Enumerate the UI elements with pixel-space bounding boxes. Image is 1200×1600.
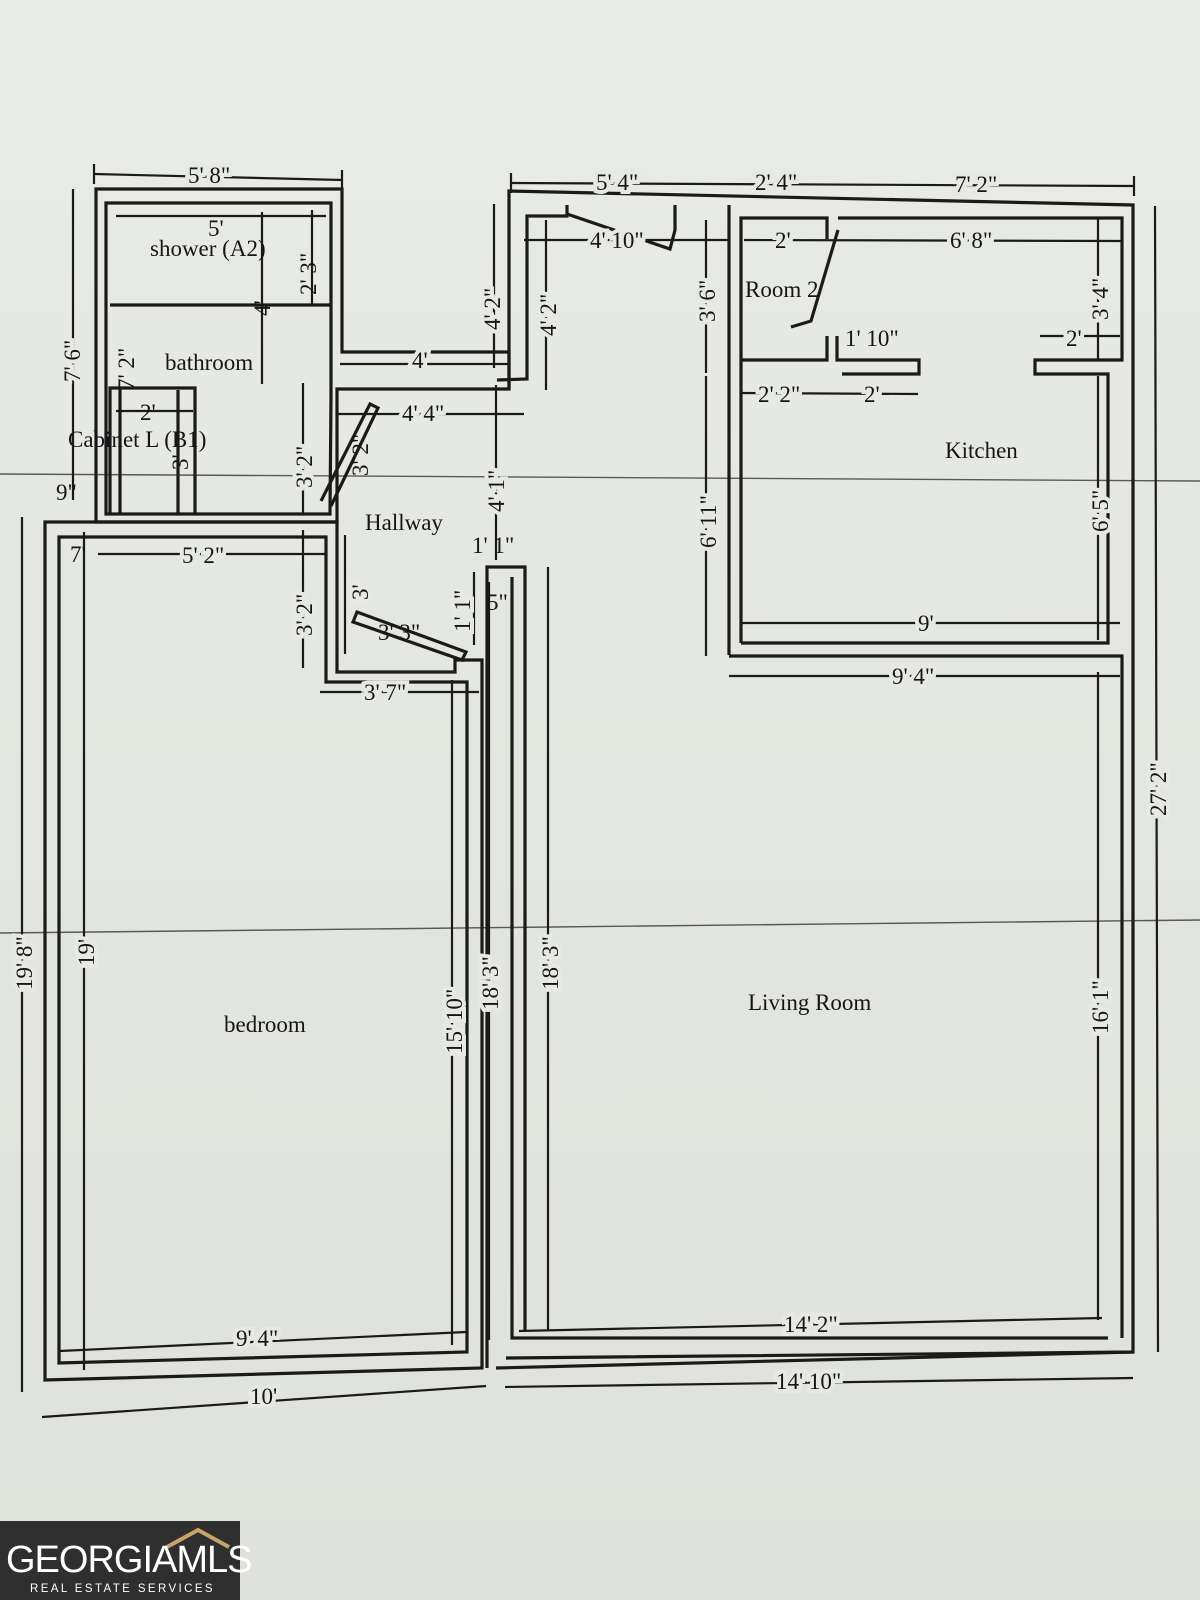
dim-bed-outer-w: 10'	[250, 1384, 277, 1409]
dim-five-in: 5"	[487, 590, 508, 615]
room2-door	[790, 229, 840, 329]
dim-hall-left-h: 3' 2"	[292, 446, 317, 488]
dim-cabinet-h: 3'	[168, 454, 193, 470]
dim-bed-right-h: 15' 10"	[442, 989, 467, 1054]
dim-shower-w: 5'	[208, 216, 224, 241]
living-wall-outer	[495, 1350, 1134, 1370]
entry-notch-wall	[505, 189, 1135, 1360]
kitchen-top-wall	[741, 216, 1124, 645]
dim-bath-left-h: 7' 6"	[60, 340, 85, 382]
dim-room2-door: 1' 10"	[845, 326, 899, 351]
kitchen-bottom-wall	[729, 654, 1124, 1338]
dim-bath-top: 5' 8"	[188, 163, 230, 188]
dim-right-upper: 3' 4"	[1088, 278, 1113, 320]
bathroom-wall-inner	[104, 201, 333, 516]
dim-bed-door: 3' 3"	[378, 620, 420, 645]
dim-kitchen-gap-b: 2'	[864, 382, 880, 407]
dim-kitchen-top: 6' 8"	[950, 228, 992, 253]
dim-kitchen-w: 9'	[918, 611, 934, 636]
dim-hall-door: 3' 2"	[348, 434, 373, 476]
scan-line-lower	[0, 919, 1200, 934]
cabinet-label: Cabinet L (B1)	[68, 427, 206, 452]
dim-center-h: 18' 3"	[478, 956, 503, 1010]
dim-living-left-h: 18' 3"	[538, 936, 563, 990]
dim-seven-in: 7'	[70, 542, 86, 567]
dim-shower-h: 2' 3"	[296, 253, 321, 295]
dim-living-right-h: 16' 1"	[1088, 980, 1113, 1034]
kitchen-label: Kitchen	[945, 438, 1018, 463]
logo-wordmark: GEORGIAMLS	[6, 1539, 252, 1581]
cabinet-wall	[108, 386, 197, 514]
center-partition	[485, 565, 527, 1368]
dim-living-inner-w: 14' 2"	[784, 1312, 838, 1337]
dim-kitchen-gap-a: 2' 2"	[758, 382, 800, 407]
dim-cabinet-w: 2'	[140, 400, 156, 425]
dim-top-c: 7' 2"	[955, 172, 997, 197]
dim-top-b: 2' 4"	[755, 170, 797, 195]
dim-room2-w: 2'	[775, 228, 791, 253]
dim-bed-notch: 3'	[348, 584, 373, 600]
hallway-label: Hallway	[365, 510, 443, 535]
dim-entry-door: 4' 10"	[590, 228, 644, 253]
room2-wall	[727, 205, 829, 655]
dim-hall-h: 4' 1"	[484, 470, 509, 512]
dim-kitchen-right-h: 6' 5"	[1088, 490, 1113, 532]
dim-right-stub: 2'	[1066, 326, 1082, 351]
dim-bath-left-inner: 7' 2"	[114, 348, 139, 390]
dim-bed-top: 5' 2"	[182, 543, 224, 568]
dimension-labels: 5' 8" 5' 2' 3" 4' 7' 6" 7' 2" 2' 3' 4' 4…	[8, 159, 1175, 1413]
dim-kitchen-left-h: 6' 11"	[696, 495, 721, 548]
entry-notch-inner	[496, 205, 569, 382]
logo-tagline: REAL ESTATE SERVICES	[30, 1583, 215, 1595]
dim-bed-inner-w: 9' 4"	[236, 1326, 278, 1351]
dim-closet-door: 1' 1"	[450, 590, 475, 632]
living-room-label: Living Room	[748, 990, 871, 1015]
dim-nine-in: 9"	[56, 480, 77, 505]
dim-notch-h-outer: 4' 2"	[480, 288, 505, 330]
living-wall-inner	[510, 577, 1108, 1340]
hallway-door	[319, 401, 381, 507]
bedroom-door	[350, 609, 469, 662]
bathroom-label: bathroom	[165, 350, 253, 375]
dim-notch-h-inner: 4' 2"	[536, 294, 561, 336]
dim-bed-closet-w: 3' 7"	[364, 680, 406, 705]
dim-room2-h: 3' 6"	[695, 280, 720, 322]
shower-label: shower (A2)	[150, 236, 266, 261]
dim-bed-outer-h: 19' 8"	[12, 936, 37, 990]
house-roof-icon	[166, 1527, 230, 1549]
dim-bed-inner-h: 19'	[74, 939, 99, 966]
dim-wall-thick: 1' 1"	[472, 533, 514, 558]
dim-hall-w: 4' 4"	[402, 401, 444, 426]
georgia-mls-logo: GEORGIAMLS REAL ESTATE SERVICES	[0, 1521, 252, 1600]
bedroom-wall-inner	[57, 535, 469, 1365]
dim-kitchen-outer-w: 9' 4"	[892, 664, 934, 689]
dimension-lines	[20, 164, 1160, 1419]
room2-label: Room 2	[745, 277, 818, 302]
dim-top-a: 5' 4"	[596, 170, 638, 195]
scan-line-upper	[0, 473, 1200, 482]
dim-living-outer-w: 14' 10"	[776, 1369, 841, 1394]
room-labels: shower (A2) bathroom Cabinet L (B1) Hall…	[68, 236, 1018, 1037]
dim-bath-inner-h: 4'	[250, 300, 275, 316]
dim-overall-h: 27' 2"	[1146, 762, 1171, 816]
dim-corridor-w: 4'	[412, 348, 428, 373]
bedroom-label: bedroom	[224, 1012, 306, 1037]
bedroom-wall-outer	[43, 520, 484, 1382]
dim-bed-left-stub: 3' 2"	[292, 594, 317, 636]
room2-partition	[741, 336, 921, 376]
